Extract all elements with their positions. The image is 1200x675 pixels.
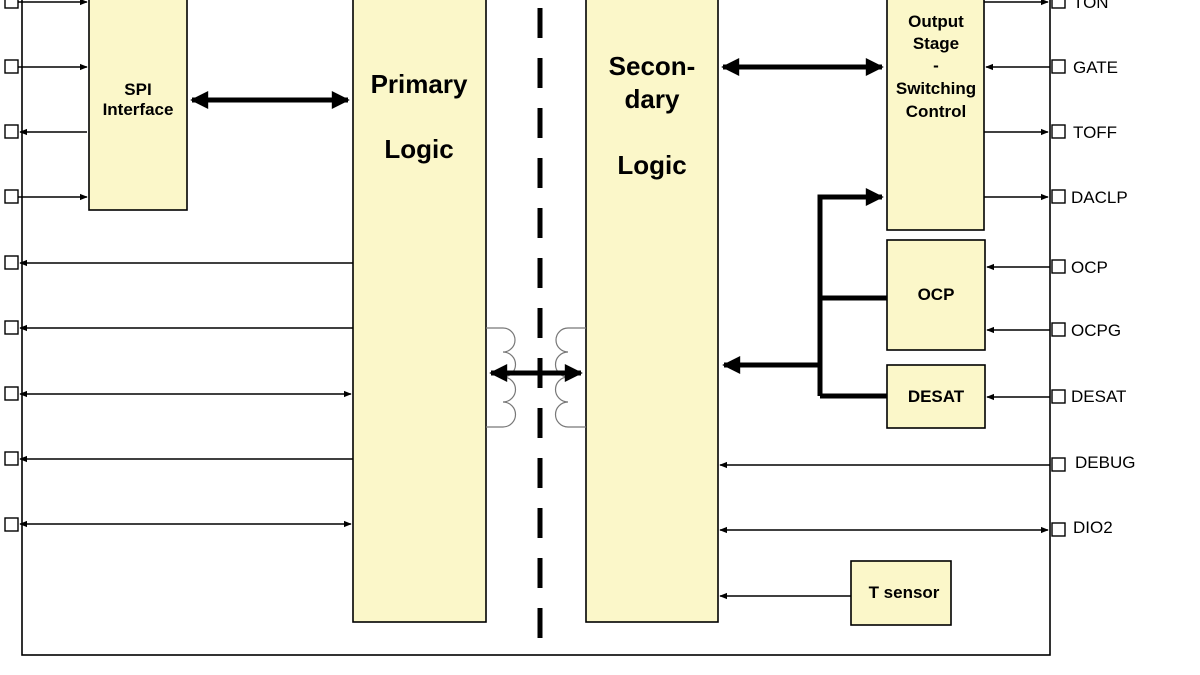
left-pin-9: [4, 517, 19, 532]
pin-label-gate: GATE: [1073, 58, 1118, 77]
pin-label-toff: TOFF: [1073, 123, 1117, 142]
svg-text:-: -: [933, 56, 939, 75]
svg-text:Stage: Stage: [913, 34, 959, 53]
pin-ocpg: [1051, 322, 1066, 337]
svg-text:Output: Output: [908, 12, 964, 31]
secondary-logic-label: Secon- dary Logic: [609, 51, 696, 180]
t-sensor-block: [850, 560, 952, 626]
pin-toff: [1051, 124, 1066, 139]
pin-label-ocp: OCP: [1071, 258, 1108, 277]
svg-text:Control: Control: [906, 102, 966, 121]
pin-label-desat: DESAT: [1071, 387, 1126, 406]
t-sensor-label: T sensor: [869, 583, 940, 602]
pin-ocp: [1051, 259, 1066, 274]
pin-debug: [1051, 457, 1066, 472]
right-pin-labels: TON GATE TOFF DACLP OCP OCPG DESAT DEBUG…: [1071, 0, 1135, 537]
pin-desat: [1051, 389, 1066, 404]
pin-dio2: [1051, 522, 1066, 537]
left-pin-8: [4, 451, 19, 466]
primary-logic-block: [352, 0, 487, 623]
svg-text:Logic: Logic: [384, 134, 453, 164]
left-pin-7: [4, 386, 19, 401]
svg-text:Primary: Primary: [371, 69, 468, 99]
svg-text:Interface: Interface: [103, 100, 174, 119]
left-pin-3: [4, 124, 19, 139]
pin-daclp: [1051, 189, 1066, 204]
ocp-label: OCP: [918, 285, 955, 304]
spi-interface-block: [88, 0, 188, 211]
right-pins: [1051, 0, 1066, 537]
desat-label: DESAT: [908, 387, 965, 406]
desat-block: [886, 364, 986, 429]
pin-label-ocpg: OCPG: [1071, 321, 1121, 340]
svg-text:Secon-: Secon-: [609, 51, 696, 81]
pin-label-ton: TON: [1073, 0, 1109, 12]
pin-label-dio2: DIO2: [1073, 518, 1113, 537]
svg-text:Switching: Switching: [896, 79, 976, 98]
spi-interface-label: SPI Interface: [103, 80, 174, 119]
pin-label-debug: DEBUG: [1075, 453, 1135, 472]
secondary-logic-block: [585, 0, 719, 623]
svg-text:SPI: SPI: [124, 80, 151, 99]
right-connections: [719, 0, 1050, 600]
transformer-icon: [486, 327, 586, 428]
left-pins: [4, 0, 353, 532]
left-pin-4: [4, 189, 19, 204]
left-pin-5: [4, 255, 19, 270]
primary-logic-label: Primary Logic: [371, 69, 468, 164]
output-stage-block: [886, 0, 985, 231]
protection-bus: [722, 188, 887, 399]
pin-gate: [1051, 59, 1066, 74]
pin-ton: [1051, 0, 1066, 9]
svg-text:Logic: Logic: [617, 150, 686, 180]
output-stage-label: Output Stage - Switching Control: [896, 12, 976, 121]
left-pin-1: [4, 0, 19, 9]
pin-label-daclp: DACLP: [1071, 188, 1128, 207]
ocp-block: [886, 239, 986, 351]
left-pin-6: [4, 320, 19, 335]
svg-text:dary: dary: [625, 84, 680, 114]
left-pin-2: [4, 59, 19, 74]
